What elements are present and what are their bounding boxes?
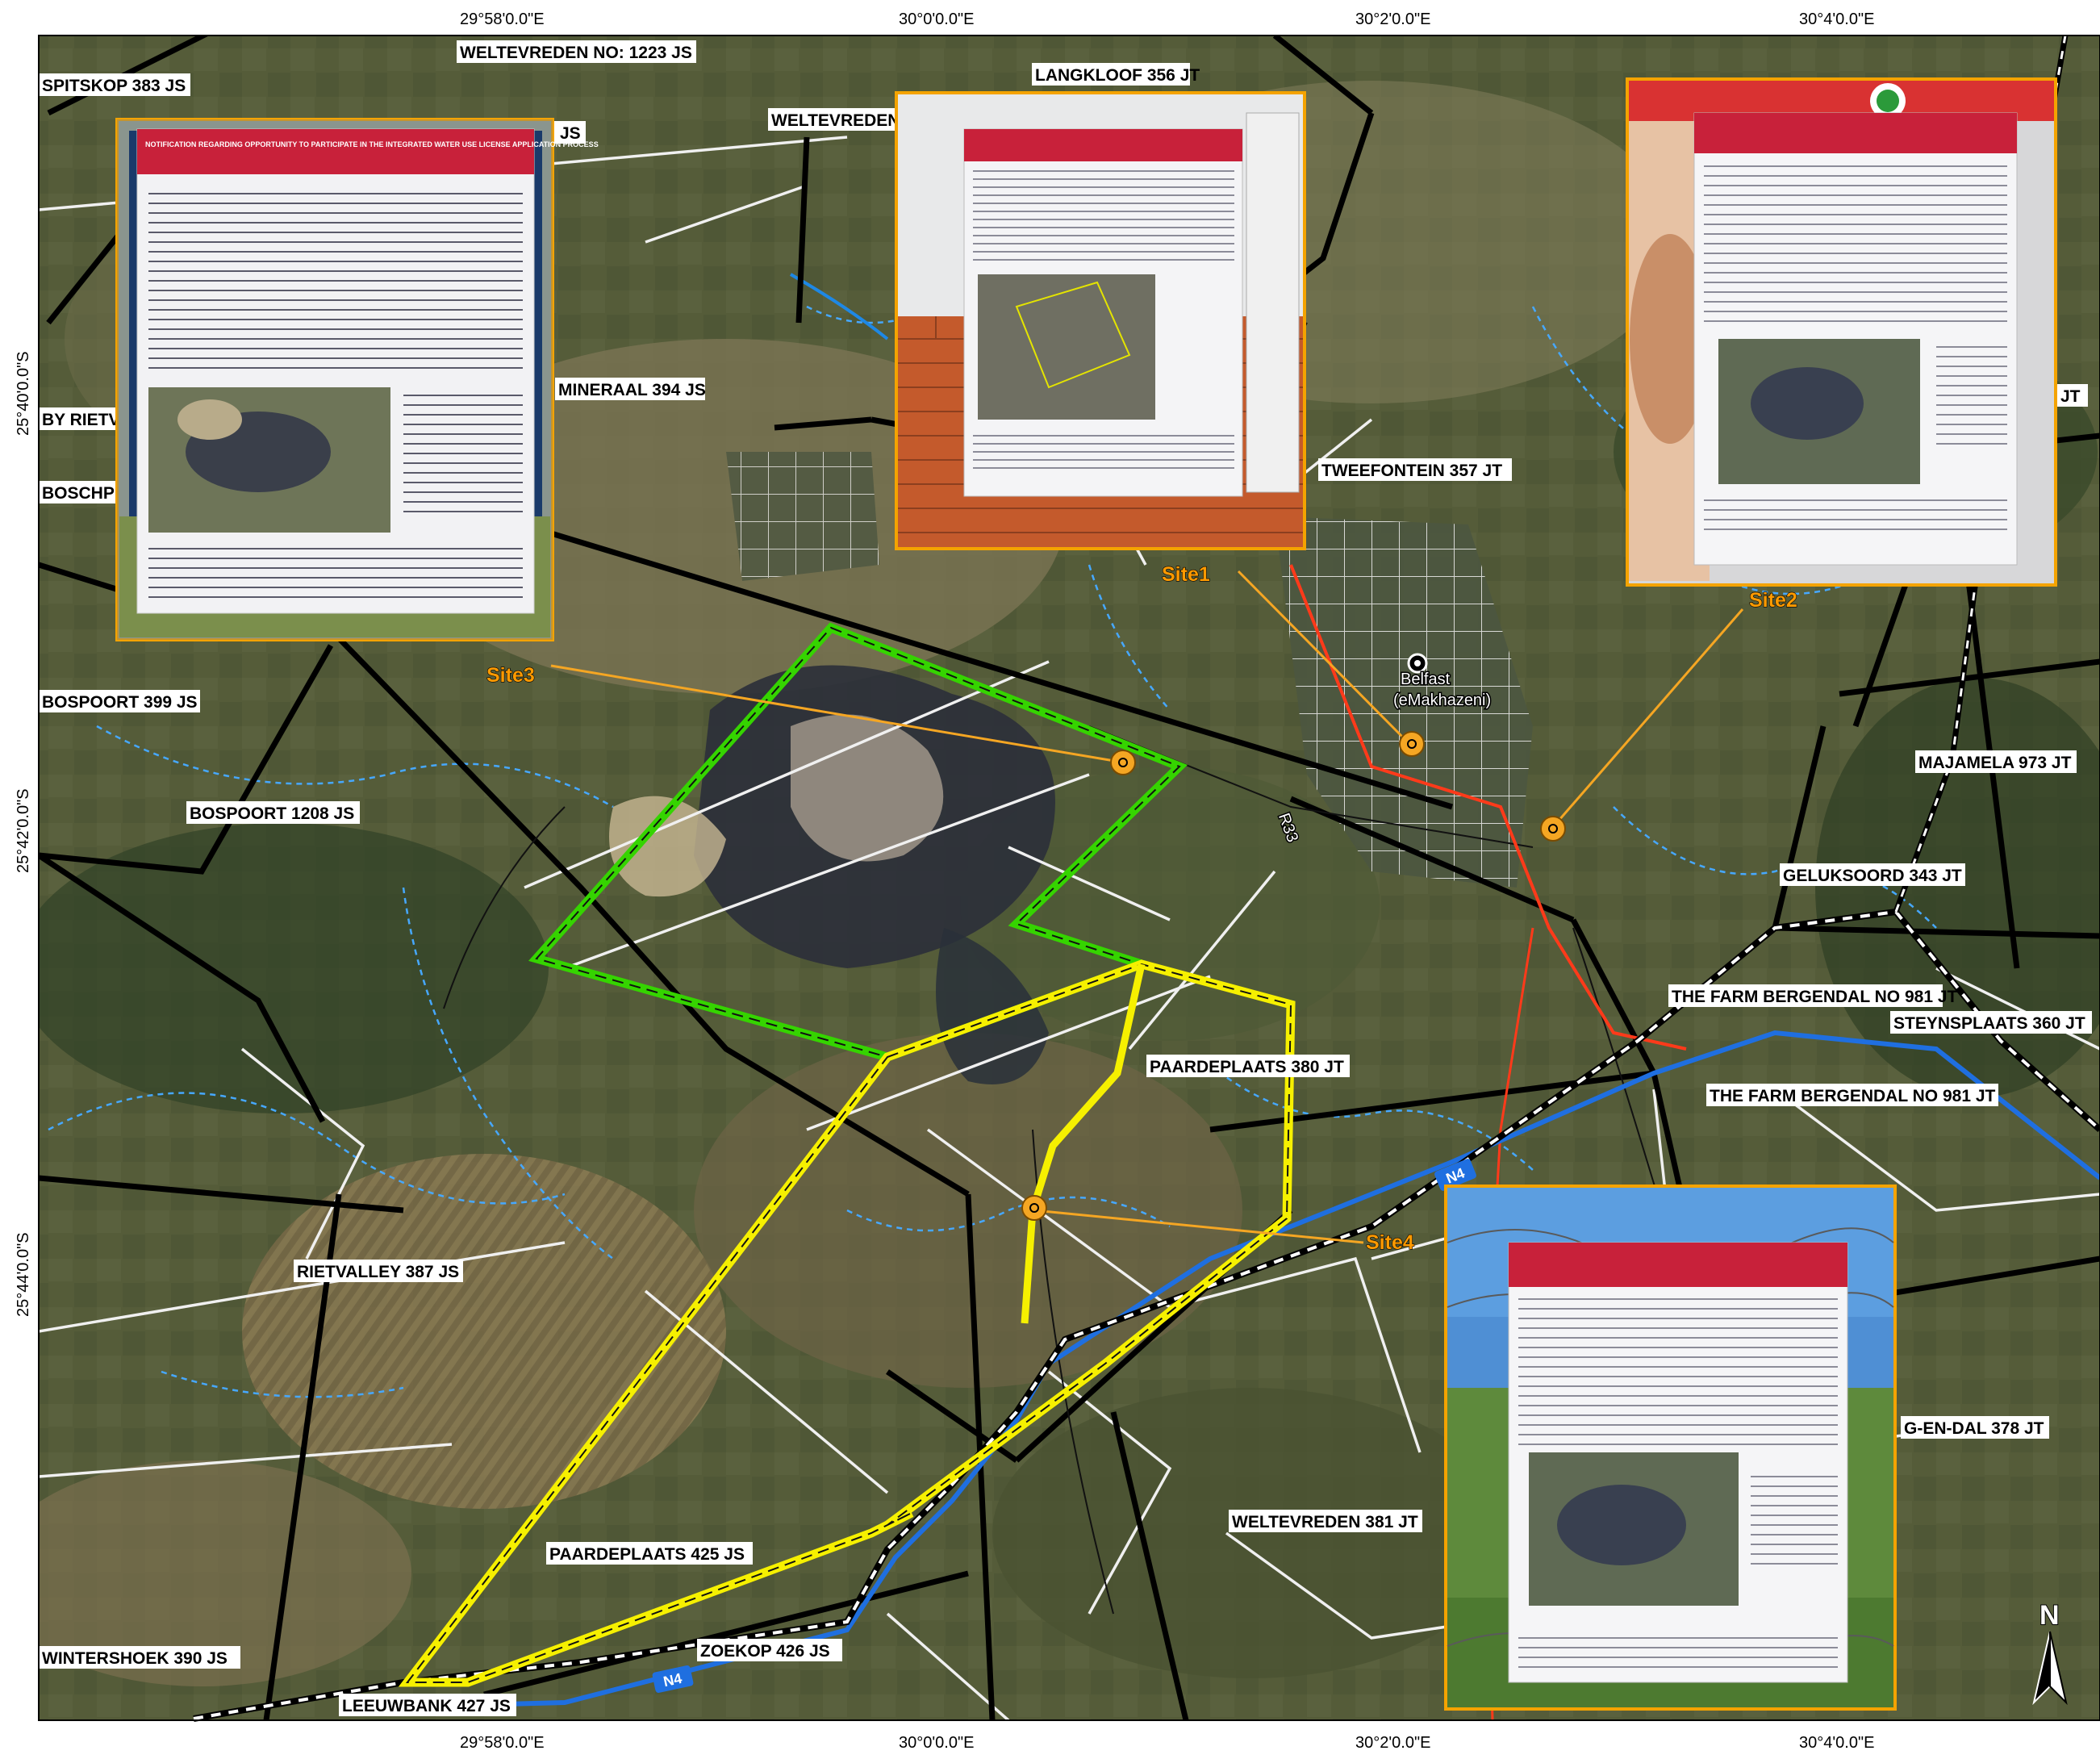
farm-label: GELUKSOORD 343 JT — [1783, 867, 1962, 885]
coord-top: 30°2'0.0"E — [1355, 10, 1430, 28]
site-marker-3[interactable] — [1110, 750, 1136, 775]
farm-label: MAJAMELA 973 JT — [1918, 754, 2072, 772]
photo-inset-site1[interactable] — [895, 91, 1306, 550]
site1-label: Site1 — [1162, 563, 1210, 586]
mine-boundary-yellow-inner — [1021, 963, 1146, 1324]
farm-label: SPITSKOP 383 JS — [42, 77, 186, 95]
coord-bottom: 30°2'0.0"E — [1355, 1734, 1430, 1752]
site2-label: Site2 — [1749, 589, 1797, 612]
town-name: Belfast — [1401, 671, 1451, 688]
coord-bottom: 30°0'0.0"E — [899, 1734, 974, 1752]
farm-label: JS — [560, 124, 581, 143]
farm-label: PAARDEPLAATS 380 JT — [1150, 1058, 1344, 1076]
site-marker-4[interactable] — [1021, 1195, 1047, 1221]
notice-title: NOTIFICATION REGARDING OPPORTUNITY TO PA… — [145, 140, 599, 148]
farm-label: BOSPOORT 1208 JS — [190, 804, 354, 823]
coord-bottom: 29°58'0.0"E — [460, 1734, 545, 1752]
farm-label: STEYNSPLAATS 360 JT — [1893, 1014, 2085, 1033]
farm-label: LANGKLOOF 356 JT — [1035, 66, 1200, 85]
farm-label: BY RIETV — [42, 411, 119, 429]
n4-shield-east: N4 — [1434, 1159, 1476, 1191]
farm-label: WELTEVREDEN — [771, 111, 900, 130]
site3-label: Site3 — [486, 664, 535, 687]
farm-label: THE FARM BERGENDAL NO 981 JT — [1672, 988, 1958, 1006]
site-marker-1[interactable] — [1399, 731, 1425, 757]
mine-boundary-yellow-dash — [405, 963, 1292, 1683]
coord-left: 25°44'0.0"S — [15, 1232, 32, 1317]
photo-inset-site3[interactable]: NOTIFICATION REGARDING OPPORTUNITY TO PA… — [115, 118, 599, 641]
farm-label: ZOEKOP 426 JS — [700, 1642, 830, 1661]
north-arrow-icon: N — [2032, 1599, 2068, 1706]
map-border — [38, 35, 2100, 1721]
r33-road — [1289, 564, 1687, 1051]
farm-label: RIETVALLEY 387 JS — [297, 1263, 459, 1281]
n4-label-west: N4 — [662, 1670, 683, 1690]
farm-label: THE FARM BERGENDAL NO 981 JT — [1710, 1087, 1996, 1105]
coord-top: 29°58'0.0"E — [460, 10, 545, 28]
farm-label: WELTEVREDEN 381 JT — [1232, 1513, 1418, 1531]
railway-line — [193, 908, 2100, 1722]
coord-top: 30°0'0.0"E — [899, 10, 974, 28]
coord-left: 25°42'0.0"S — [15, 788, 32, 873]
town-marker[interactable] — [1407, 653, 1428, 674]
farm-label: BOSPOORT 399 JS — [42, 693, 198, 712]
site-callout-lines — [550, 570, 1744, 1244]
farm-label: JT — [2060, 387, 2081, 406]
farm-label: PAARDEPLAATS 425 JS — [549, 1545, 745, 1564]
farm-label: BOSCHP — [42, 484, 115, 503]
coordinate-labels: 29°58'0.0"E 30°0'0.0"E 30°2'0.0"E 30°4'0… — [15, 10, 1874, 1752]
farm-label: WELTEVREDEN NO: 1223 JS — [460, 44, 692, 62]
photo-inset-site2[interactable] — [1626, 77, 2057, 587]
farm-label: WINTERSHOEK 390 JS — [42, 1649, 228, 1668]
coord-left: 25°40'0.0"S — [15, 351, 32, 436]
farm-label: G-EN-DAL 378 JT — [1904, 1419, 2044, 1438]
site-marker-2[interactable] — [1540, 816, 1566, 842]
photo-inset-site4[interactable] — [1444, 1185, 1897, 1711]
dam-stream — [790, 273, 889, 341]
farm-label: MINERAAL 394 JS — [558, 381, 706, 399]
site4-label: Site4 — [1366, 1231, 1414, 1254]
farm-label: LEEUWBANK 427 JS — [342, 1697, 511, 1715]
coord-bottom: 30°4'0.0"E — [1799, 1734, 1874, 1752]
n4-shield-west: N4 — [652, 1665, 694, 1693]
town-alt-name: (eMakhazeni) — [1393, 691, 1491, 709]
north-arrow-label: N — [2039, 1600, 2060, 1631]
farm-label: TWEEFONTEIN 357 JT — [1321, 462, 1502, 480]
farm-labels: WELTEVREDEN NO: 1223 JS SPITSKOP 383 JS … — [39, 40, 2092, 1716]
coord-top: 30°4'0.0"E — [1799, 10, 1874, 28]
